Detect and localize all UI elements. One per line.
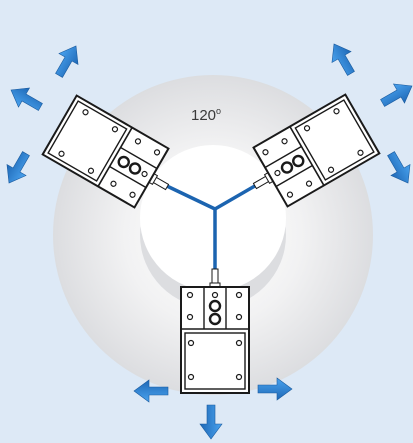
arrow-upper-right-down (381, 147, 413, 189)
arrow-upper-right-right (376, 76, 413, 113)
arrow-bottom-down (199, 404, 223, 440)
device-bottom (179, 267, 251, 395)
arrow-upper-left-left (5, 80, 47, 117)
angle-label: 120o (191, 106, 221, 124)
arrow-upper-left-down (0, 147, 36, 189)
angle-value: 120 (191, 107, 217, 124)
angle-unit: o (216, 106, 222, 116)
arrow-upper-right-up (324, 38, 361, 80)
arrow-upper-left-up (49, 40, 86, 82)
inner-disc (140, 145, 286, 291)
